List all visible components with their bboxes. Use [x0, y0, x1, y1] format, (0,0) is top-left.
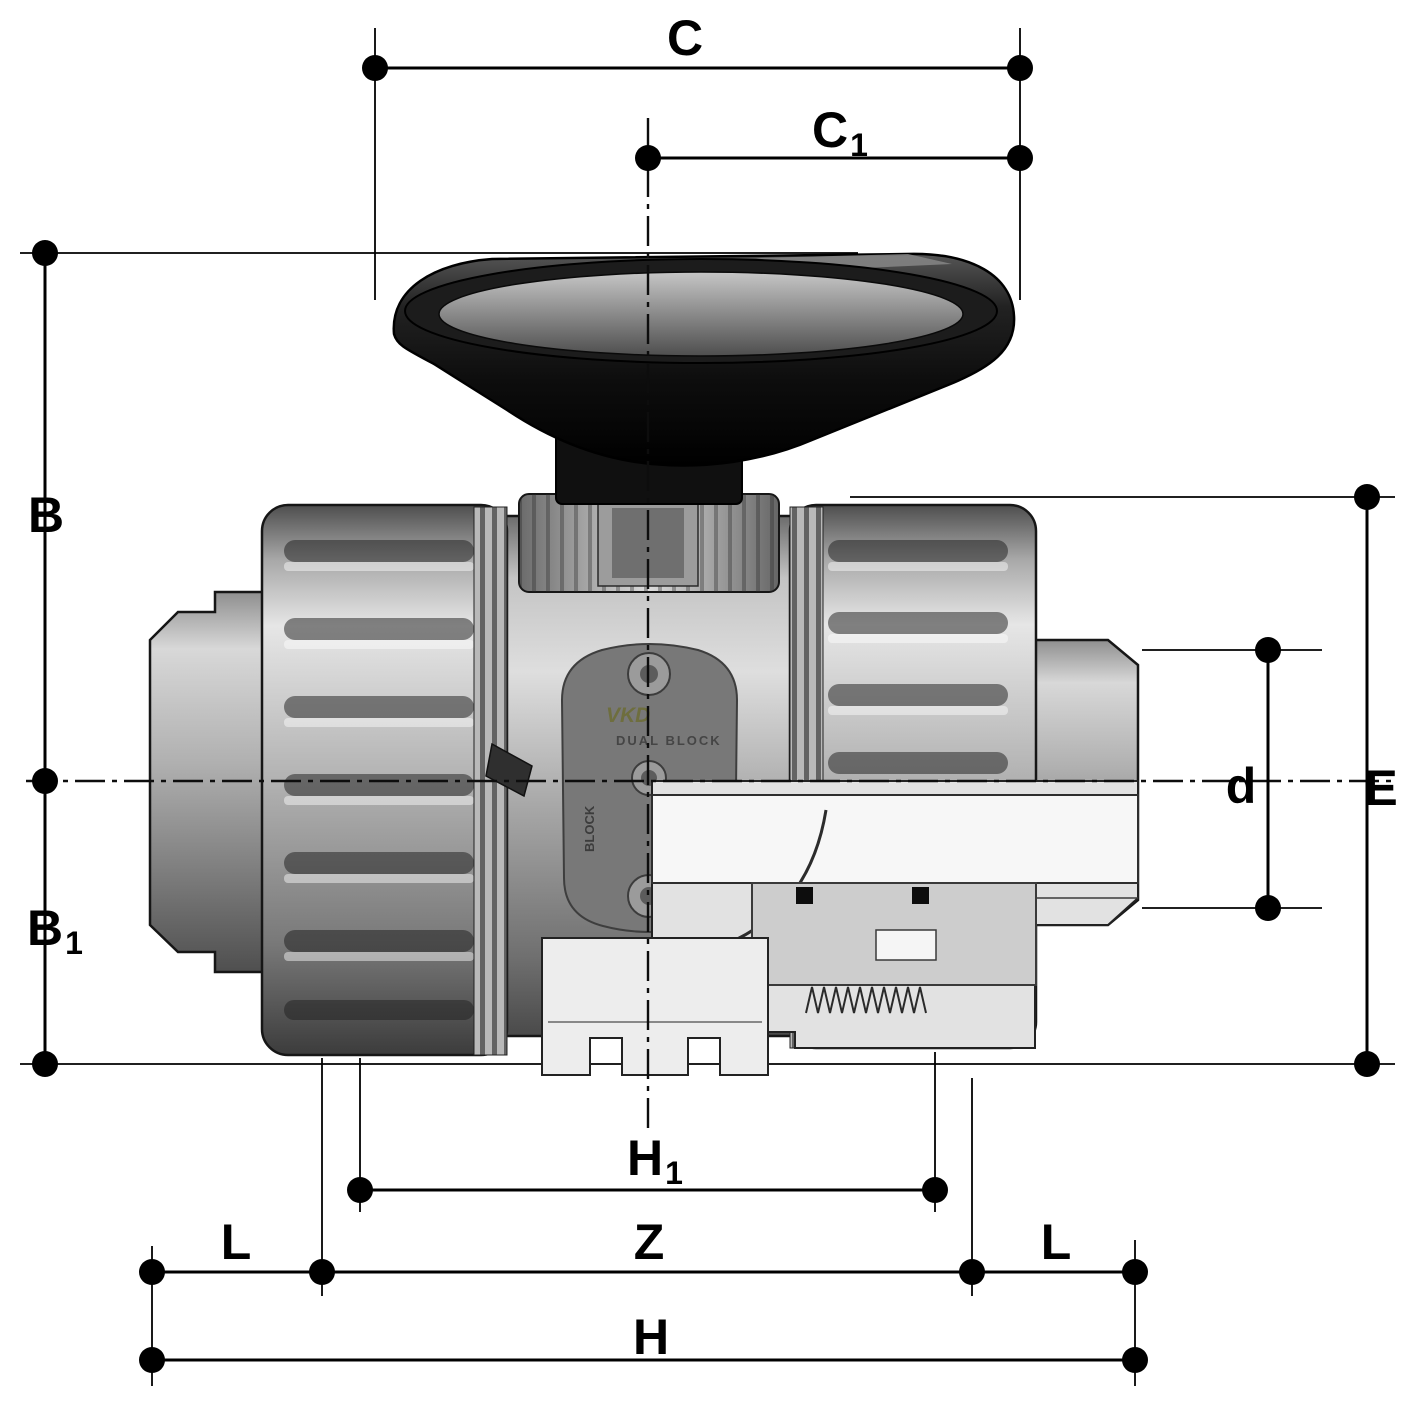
dim-dot — [139, 1259, 165, 1285]
lock-clip — [485, 742, 533, 798]
dim-dot — [1122, 1347, 1148, 1373]
seat-notch — [875, 929, 937, 961]
dimension-L-Z-L — [139, 1259, 1148, 1285]
dimension-C1 — [635, 145, 1033, 171]
dim-dot — [362, 55, 388, 81]
dim-dot — [309, 1259, 335, 1285]
dim-dot — [1255, 895, 1281, 921]
dim-label-Z: Z — [633, 1214, 665, 1270]
dim-label-d: d — [1225, 758, 1257, 814]
o-ring-left — [796, 887, 813, 904]
dim-label-H: H — [632, 1309, 670, 1365]
series-text: DUAL BLOCK — [616, 733, 722, 748]
valve-handle — [392, 252, 1016, 467]
dim-dot — [32, 240, 58, 266]
dim-label-L-right: L — [1040, 1214, 1072, 1270]
o-ring-right — [912, 887, 929, 904]
dim-dot — [1122, 1259, 1148, 1285]
dimension-B1 — [32, 781, 58, 1077]
dim-label-C: C — [666, 10, 704, 66]
section-bore — [651, 794, 1139, 884]
spigot-left — [148, 590, 270, 974]
dimension-d — [1255, 637, 1281, 921]
valve-drawing: VKD DUAL BLOCK BLOCK — [148, 252, 1140, 1076]
dimension-E — [1354, 484, 1380, 1077]
dim-dot — [347, 1177, 373, 1203]
dim-dot — [139, 1347, 165, 1373]
dim-dot — [1354, 1051, 1380, 1077]
dimension-C — [362, 55, 1033, 81]
centerlines — [26, 118, 1396, 1130]
mounting-foot — [541, 937, 769, 1076]
nut-ribs-left — [284, 540, 474, 1020]
molded-side-text: BLOCK — [582, 805, 597, 852]
dim-label-L-left: L — [220, 1214, 252, 1270]
dimension-lines — [32, 55, 1380, 1373]
dim-dot — [1354, 484, 1380, 510]
dim-dot — [635, 145, 661, 171]
dim-dot — [1007, 55, 1033, 81]
dimension-H1 — [347, 1177, 948, 1203]
nut-ribs-right — [828, 540, 1008, 774]
dim-dot — [1007, 145, 1033, 171]
brand-text: VKD — [606, 704, 650, 727]
dim-label-E: E — [1364, 760, 1398, 816]
dim-label-B: B — [27, 487, 65, 543]
section-threads — [805, 986, 927, 1014]
dim-dot — [1255, 637, 1281, 663]
dimension-H — [139, 1347, 1148, 1373]
dim-dot — [922, 1177, 948, 1203]
handle-bowl — [438, 271, 964, 357]
dim-dot — [32, 1051, 58, 1077]
dim-dot — [959, 1259, 985, 1285]
